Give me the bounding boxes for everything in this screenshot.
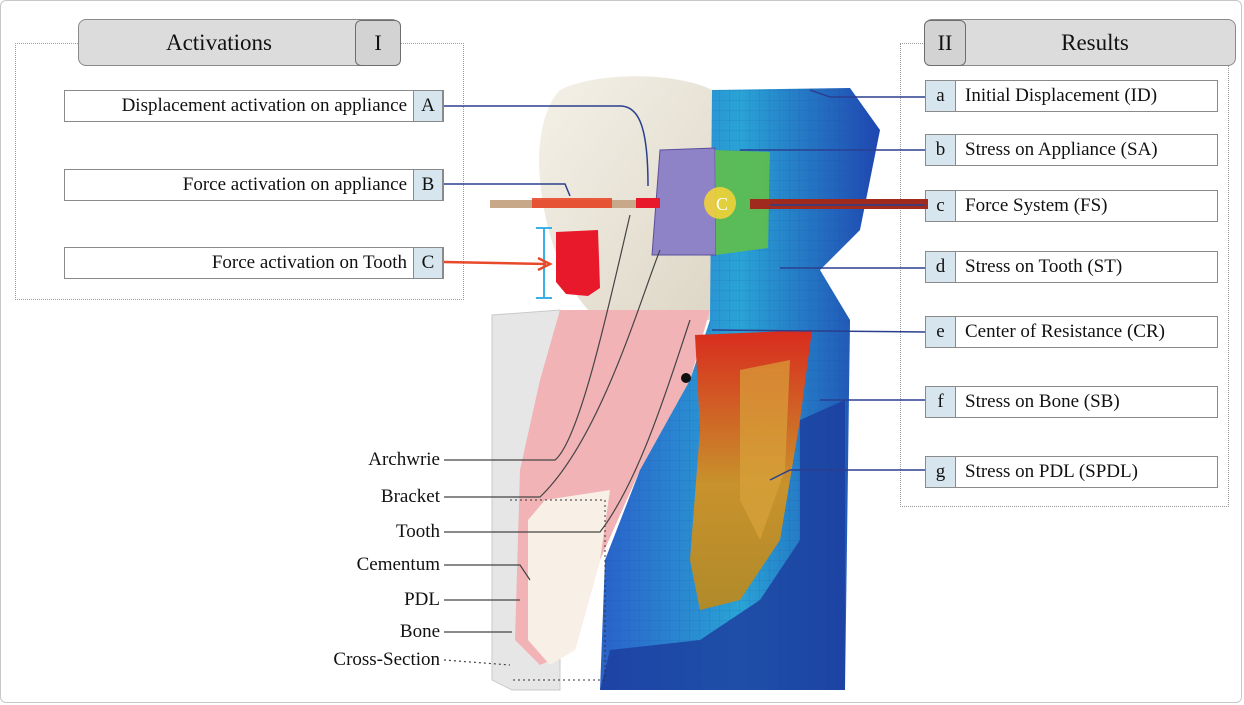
part-label-bone: Bone [280,621,440,643]
center-of-resistance-dot [681,373,691,383]
part-label-cementum: Cementum [280,554,440,576]
leader-C [444,262,546,264]
tooth-force-block [556,230,600,296]
part-label-cross-section: Cross-Section [280,649,440,671]
part-label-archwire: Archwrie [280,449,440,471]
part-label-bracket: Bracket [280,486,440,508]
root-cementum [528,490,610,665]
part-label-pdl: PDL [280,589,440,611]
model-marker-c: C [716,194,728,214]
part-label-tooth: Tooth [280,521,440,543]
